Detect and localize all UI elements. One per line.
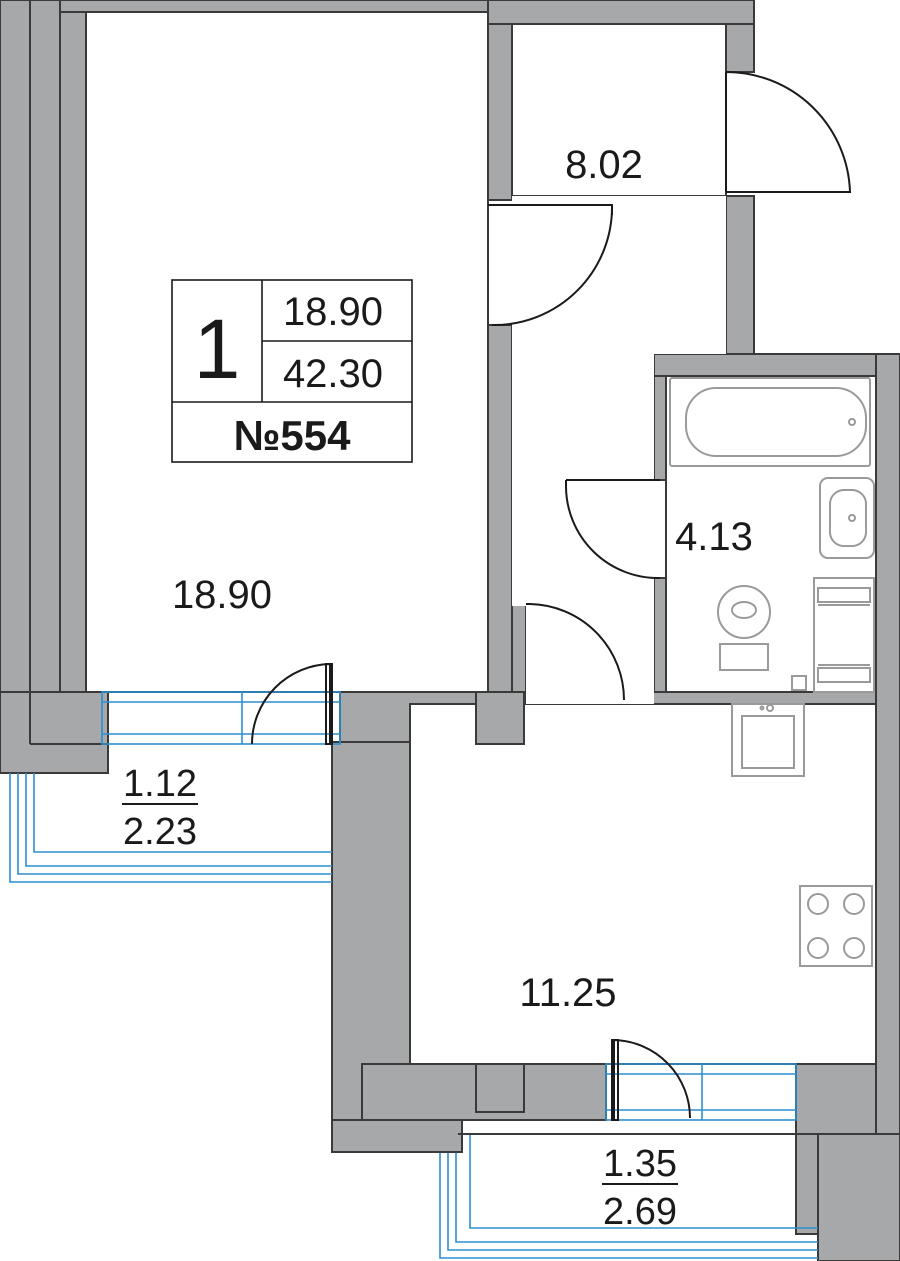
wall-bathroom-left-upper <box>653 375 667 481</box>
hall-corridor <box>512 196 654 606</box>
balcony-left-area-full: 2.23 <box>123 811 197 853</box>
kitchen-interior <box>409 703 877 1065</box>
fixtures <box>669 377 875 967</box>
balcony-left-railing-1 <box>9 773 332 883</box>
bathroom-sink <box>819 477 875 559</box>
doors <box>251 71 852 1121</box>
washing-machine <box>813 577 875 693</box>
toilet-bowl <box>717 585 771 639</box>
balcony-bottom-area-full: 2.69 <box>603 1191 677 1233</box>
wall-left-base <box>0 691 109 774</box>
burner <box>807 937 829 959</box>
total-area-value: 42.30 <box>283 352 383 396</box>
wall-bathroom-left-lower <box>653 577 667 693</box>
kitchen-door-swing <box>526 603 625 701</box>
balcony-bottom-door-leaf <box>611 1039 619 1121</box>
balcony-bottom-railing-2 <box>447 1152 818 1251</box>
room-count: 1 <box>194 302 241 396</box>
kitchen-area-label: 11.25 <box>519 971 616 1015</box>
balcony-left-area-reduced: 1.12 <box>123 763 197 805</box>
burner <box>843 893 865 915</box>
unit-info-box <box>171 279 413 463</box>
burner <box>843 937 865 959</box>
outer-wall-top <box>59 0 491 13</box>
stove <box>799 885 873 967</box>
room-interiors <box>85 11 877 1065</box>
bathtub-inner <box>685 387 867 457</box>
bedroom-door-swing <box>488 204 614 327</box>
wall-bedroom-right-upper <box>487 0 513 201</box>
wall-hall-top <box>487 0 755 25</box>
balcony-left-railing-4 <box>33 773 332 853</box>
bathroom-interior <box>665 375 877 693</box>
balcony-left-door-leaf <box>325 663 333 745</box>
hall-interior-top <box>511 23 727 197</box>
wall-balcony-right <box>817 1133 900 1261</box>
balcony-bottom-area-reduced: 1.35 <box>603 1143 677 1185</box>
hall-corridor-right <box>654 196 726 354</box>
hall-to-kitchen <box>526 604 654 704</box>
hall-to-kitchen-2 <box>526 692 626 704</box>
hall-area-label: 8.02 <box>565 143 643 187</box>
living-area-value: 18.90 <box>283 290 383 334</box>
kitchen-window <box>605 1063 797 1121</box>
open-zones <box>512 196 726 704</box>
unit-number: №554 <box>234 412 352 459</box>
balcony-bottom-door-swing <box>613 1039 691 1120</box>
wall-hall-right-upper <box>725 23 755 73</box>
bathroom-door-swing <box>565 479 661 580</box>
balcony-bottom-wall <box>331 1119 463 1153</box>
balcony-left-door-swing <box>251 663 331 745</box>
balcony-left-railing-2 <box>17 773 332 875</box>
balcony-bottom-railing-3 <box>455 1144 818 1243</box>
bedroom-window <box>101 691 341 745</box>
bedroom-area-label: 18.90 <box>172 573 272 617</box>
wall-bedroom-right-lower <box>487 324 513 744</box>
burner <box>807 893 829 915</box>
bathroom-area-label: 4.13 <box>675 515 753 559</box>
entrance-door-swing <box>725 71 852 193</box>
glazing <box>9 691 818 1259</box>
balcony-bottom-railing-4 <box>469 1134 818 1229</box>
kitchen-sink <box>731 703 805 777</box>
balcony-left-railing-3 <box>25 773 332 867</box>
bathtub <box>669 377 871 467</box>
wall-hall-right-lower <box>725 195 755 357</box>
wall-bathroom-bottom <box>623 691 887 705</box>
toilet-tank <box>719 643 769 671</box>
wall-bathroom-top <box>653 353 900 377</box>
outer-wall-right <box>875 353 900 1235</box>
balcony-bottom-railing-1 <box>439 1152 818 1259</box>
outer-wall-left <box>0 0 87 774</box>
